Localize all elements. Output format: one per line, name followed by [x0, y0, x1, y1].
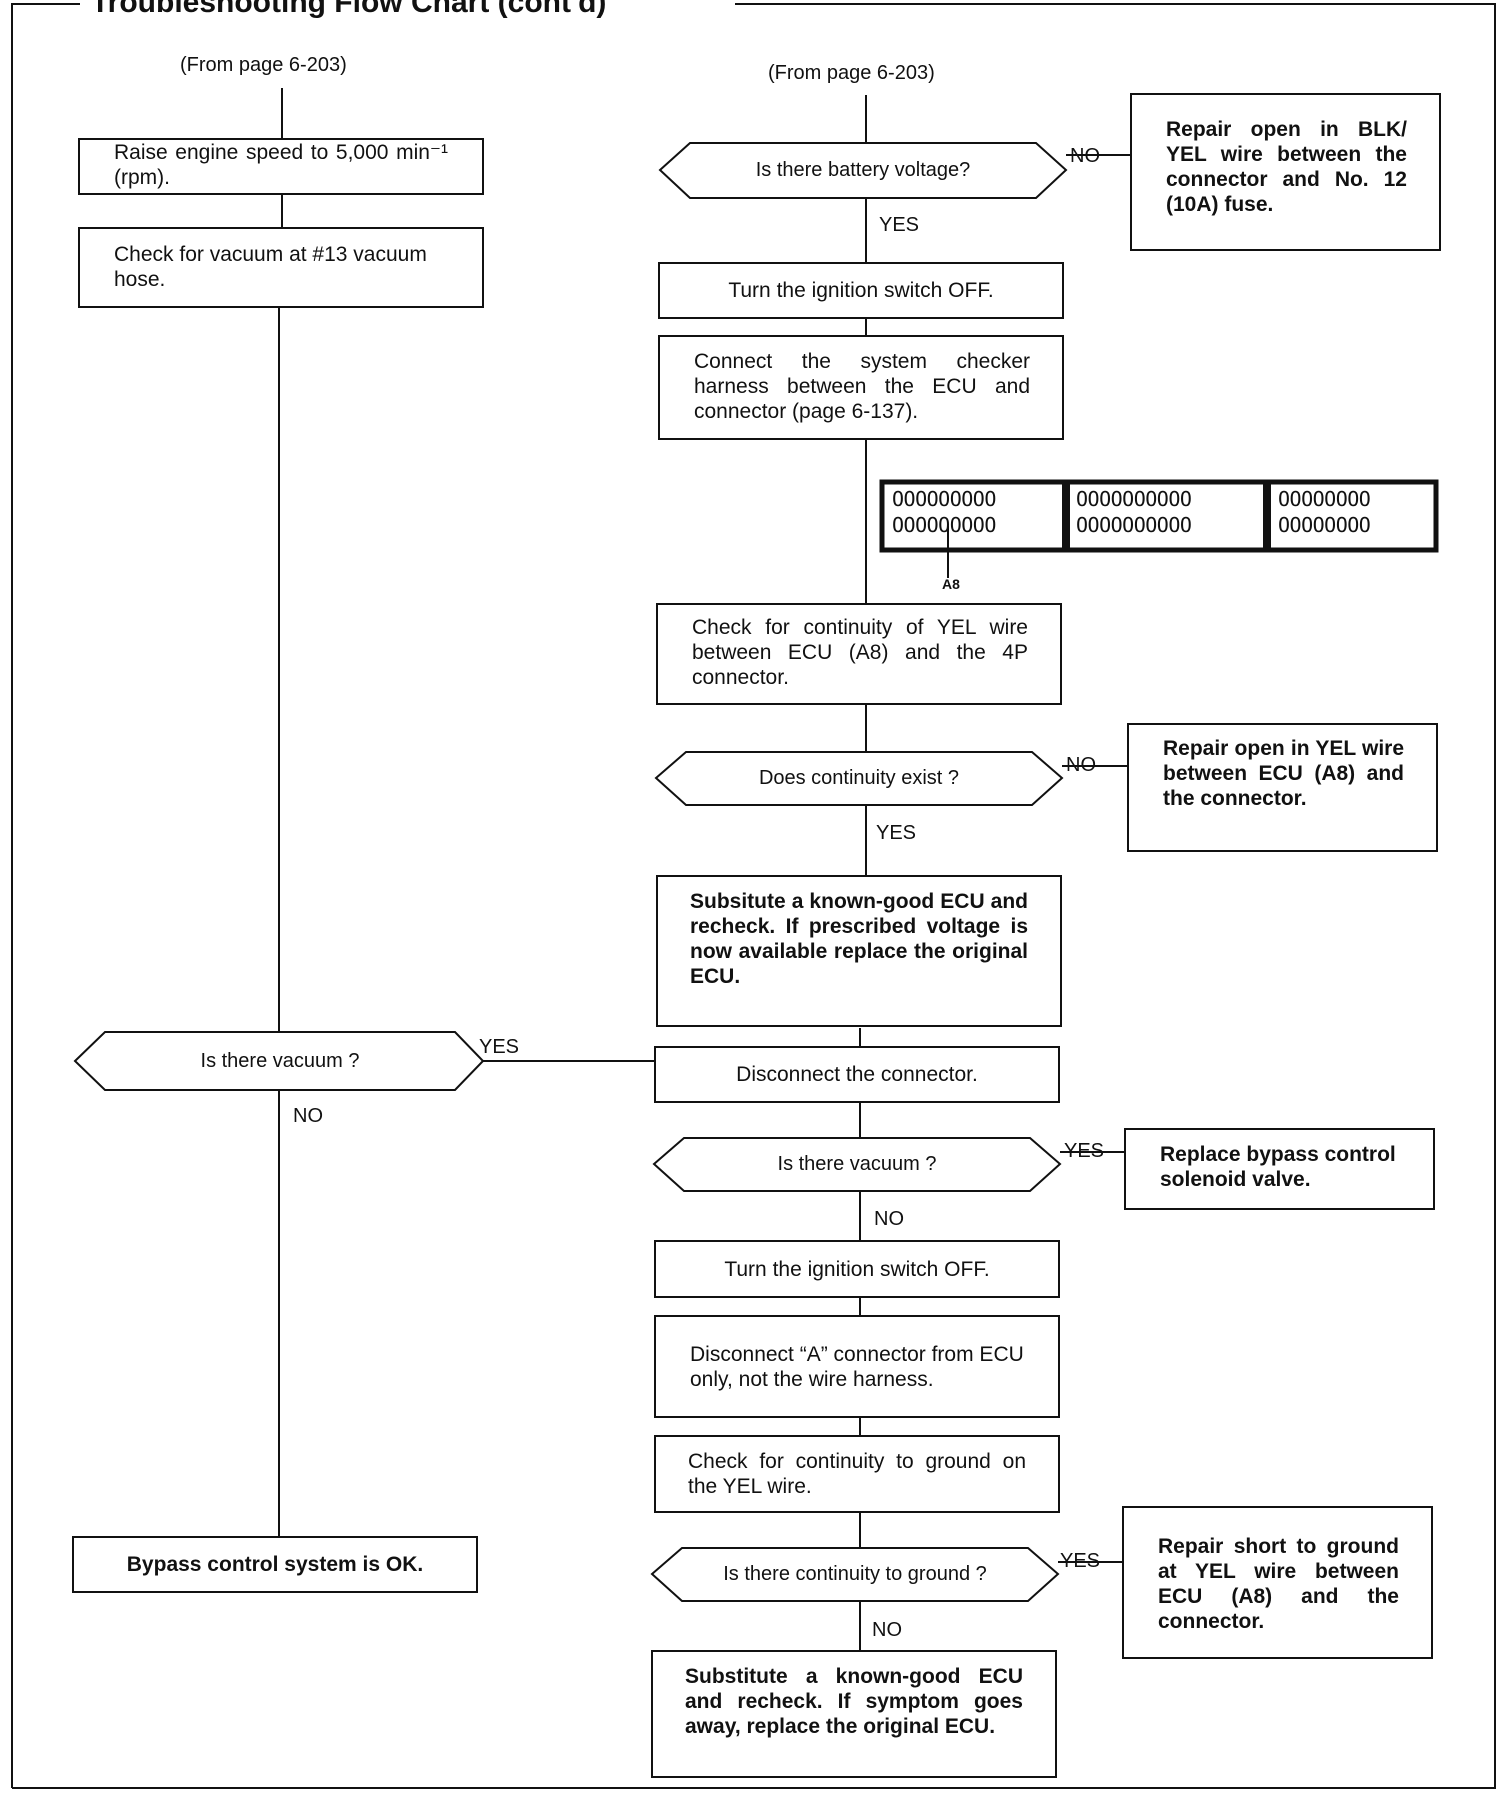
step-ignition-off-2: Turn the ignition switch OFF. [654, 1240, 1060, 1298]
frame-border [11, 3, 1496, 1789]
d4-no-label: NO [872, 1619, 902, 1641]
step-check-ground-yel: Check for continuity to ground on the YE… [654, 1435, 1060, 1513]
right-from-label: (From page 6-203) [768, 62, 935, 84]
d1-yes-label: YES [879, 214, 920, 236]
step-substitute-ecu-1: Subsitute a known-good ECU and recheck. … [656, 875, 1062, 1027]
d2-yes-label: YES [876, 822, 917, 844]
step-check-continuity-yel: Check for continuity of YEL wire between… [656, 603, 1062, 705]
step-ignition-off-1: Turn the ignition switch OFF. [658, 262, 1064, 319]
decision-continuity-shape [654, 751, 1064, 806]
decision-ground-shape [650, 1547, 1060, 1602]
action-repair-short-ground: Repair short to ground at YEL wire betwe… [1122, 1506, 1433, 1659]
pin-a8-label: A8 [942, 576, 960, 592]
d3-yes-label: YES [1064, 1140, 1105, 1162]
step-raise-engine-speed: Raise engine speed to 5,000 min⁻¹ (rpm). [78, 138, 484, 195]
d1-no-label: NO [1070, 145, 1100, 167]
decision-battery-voltage: Is there battery voltage? [755, 159, 971, 181]
ecu-connector-diagram [879, 479, 1439, 553]
action-replace-solenoid: Replace bypass control solenoid valve. [1124, 1128, 1435, 1210]
result-system-ok: Bypass control system is OK. [72, 1536, 478, 1593]
decision-vacuum-right-shape [652, 1137, 1062, 1192]
step-disconnect-connector: Disconnect the connector. [654, 1046, 1060, 1103]
d3-no-label: NO [874, 1208, 904, 1230]
left-from-label: (From page 6-203) [180, 54, 347, 76]
left-no-label: NO [293, 1105, 323, 1127]
connector-row-2: OOOOOOOOO [892, 513, 996, 537]
action-repair-yel-open: Repair open in YEL wire between ECU (A8)… [1127, 723, 1438, 852]
step-substitute-ecu-2: Substitute a known-good ECU and recheck.… [651, 1650, 1057, 1778]
chart-title: Troubleshooting Flow Chart (cont'd) [85, 0, 613, 20]
step-check-vacuum-hose: Check for vacuum at #13 vacuum hose. [78, 227, 484, 308]
d4-yes-label: YES [1060, 1550, 1101, 1572]
step-disconnect-a-connector: Disconnect “A” connector from ECU only, … [654, 1315, 1060, 1418]
d2-no-label: NO [1066, 754, 1096, 776]
step-connect-checker: Connect the system checker harness betwe… [658, 335, 1064, 440]
connector-row-1: OOOOOOOOO [892, 487, 996, 511]
decision-continuity-exist: Does continuity exist ? [758, 767, 960, 789]
action-repair-blk-yel: Repair open in BLK/ YEL wire between the… [1130, 93, 1441, 251]
decision-vacuum-right: Is there vacuum ? [777, 1153, 937, 1175]
decision-continuity-ground: Is there continuity to ground ? [723, 1563, 987, 1585]
decision-left-vacuum: Is there vacuum ? [200, 1049, 360, 1072]
decision-battery-shape [658, 142, 1068, 199]
left-yes-label: YES [479, 1036, 520, 1058]
